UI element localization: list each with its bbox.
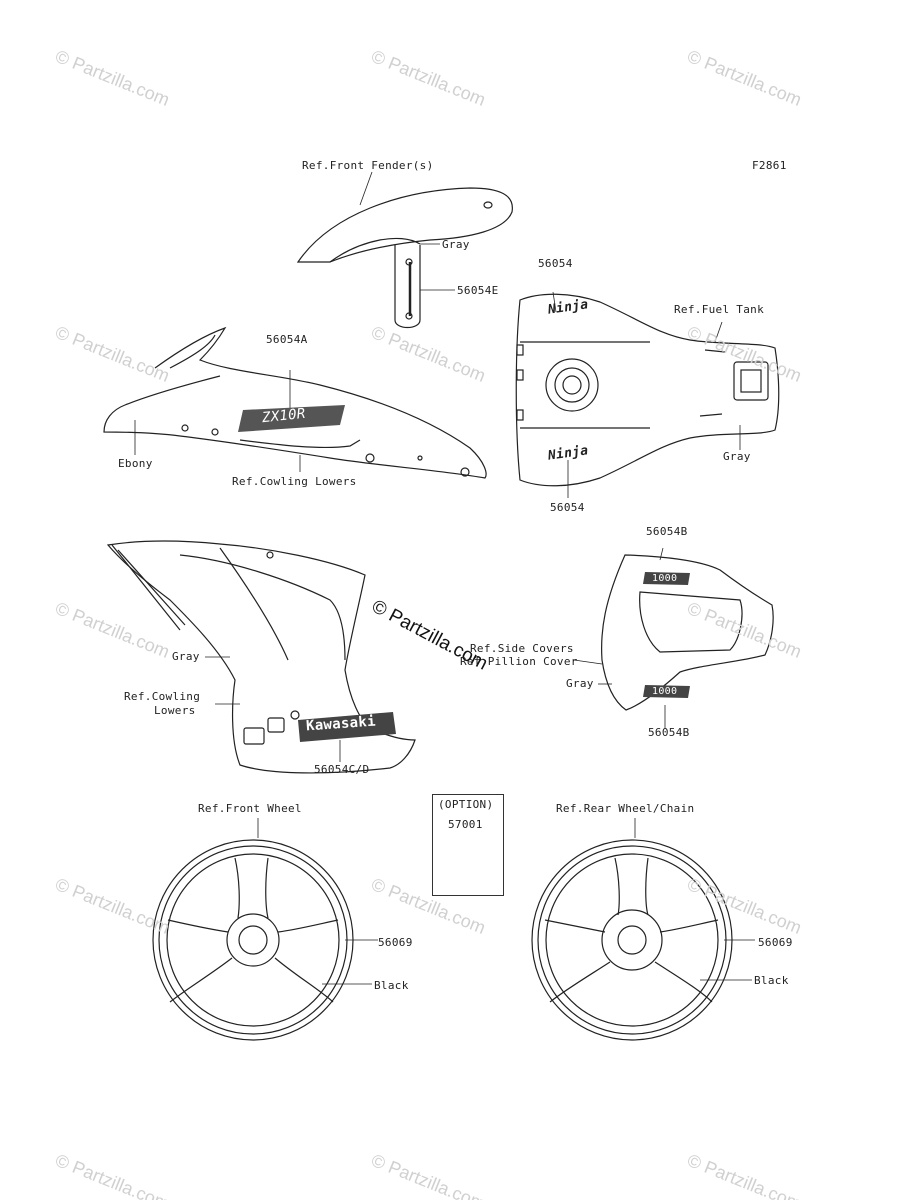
label-front-wheel-part: 56069 <box>378 936 413 949</box>
decal-shapes <box>238 405 690 742</box>
front-fender-drawing <box>296 171 513 329</box>
side-cover-drawing <box>573 547 774 728</box>
rear-wheel-drawing <box>531 818 755 1041</box>
label-option-part: 57001 <box>448 818 483 831</box>
label-left-gray: Gray <box>172 650 200 663</box>
label-rear-wheel-black: Black <box>754 974 789 987</box>
decal-kawasaki: Kawasaki <box>305 713 377 735</box>
label-side-gray: Gray <box>566 677 594 690</box>
label-front-wheel-ref: Ref.Front Wheel <box>198 802 302 815</box>
label-fender-part: 56054E <box>457 284 499 297</box>
label-tank-part-top: 56054 <box>538 257 573 270</box>
label-side-part-bottom: 56054B <box>648 726 690 739</box>
decal-zx10r: ZX10R <box>261 405 307 427</box>
cowling-lower-drawing <box>103 326 487 479</box>
label-ebony: Ebony <box>118 457 153 470</box>
label-fuel-tank-ref: Ref.Fuel Tank <box>674 303 764 316</box>
option-box <box>432 794 504 896</box>
label-pillion-cover-ref: Ref.Pillion Cover <box>460 655 578 668</box>
label-front-fender-ref: Ref.Front Fender(s) <box>302 159 434 172</box>
label-tank-gray: Gray <box>723 450 751 463</box>
label-tank-part-bottom: 56054 <box>550 501 585 514</box>
label-left-cowling-ref-2: Lowers <box>154 704 196 717</box>
decal-1000-top: 1000 <box>652 573 678 584</box>
fuel-tank-drawing <box>515 291 780 498</box>
side-fairing-drawing <box>106 540 416 774</box>
label-rear-wheel-part: 56069 <box>758 936 793 949</box>
label-left-cowling-ref-1: Ref.Cowling <box>124 690 201 703</box>
front-wheel-drawing <box>152 818 378 1041</box>
label-rear-wheel-ref: Ref.Rear Wheel/Chain <box>556 802 695 815</box>
label-fender-gray: Gray <box>442 238 470 251</box>
label-front-wheel-black: Black <box>374 979 409 992</box>
label-side-covers-ref: Ref.Side Covers <box>470 642 574 655</box>
decal-1000-bottom: 1000 <box>652 686 678 697</box>
label-option-title: (OPTION) <box>438 798 494 811</box>
figure-code: F2861 <box>752 159 787 172</box>
label-cowl-part: 56054A <box>266 333 308 346</box>
label-cowling-lowers-ref: Ref.Cowling Lowers <box>232 475 357 488</box>
label-kawasaki-part: 56054C/D <box>314 763 370 776</box>
label-side-part-top: 56054B <box>646 525 688 538</box>
